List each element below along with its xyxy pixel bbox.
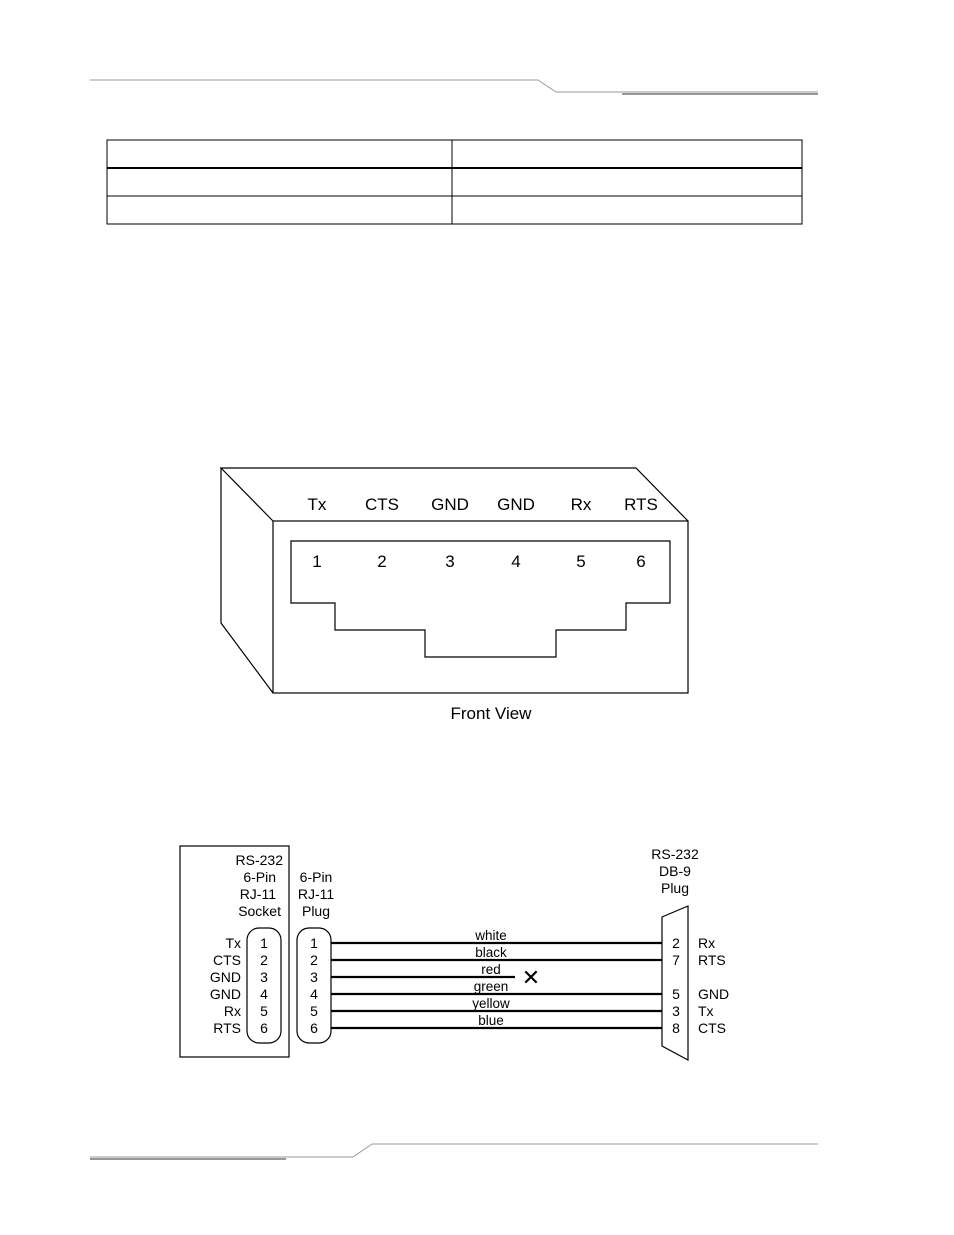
rj11-socket-opening [290, 540, 671, 658]
socket-title: RS-232 6-Pin RJ-11 Socket [236, 852, 284, 919]
plug-title: 6-Pin RJ-11 Plug [298, 869, 335, 919]
wires [331, 941, 662, 1030]
empty-table [106, 139, 803, 225]
front-signal-label-3: GND [431, 495, 469, 514]
socket-title-line-3: RJ-11 [240, 886, 277, 902]
wire-label-1: white [474, 928, 507, 943]
socket-signal-1: Tx [225, 935, 241, 951]
plug-pin-5: 5 [310, 1003, 318, 1019]
plug-pin-2: 2 [310, 952, 318, 968]
plug-pin-block [296, 927, 332, 1044]
socket-signal-5: Rx [224, 1003, 241, 1019]
socket-pin-4: 4 [260, 986, 268, 1002]
db9-signal-row-5: Tx [698, 1003, 714, 1019]
socket-signal-3: GND [210, 969, 241, 985]
plug-pin-6: 6 [310, 1020, 318, 1036]
wire-label-6: blue [478, 1013, 504, 1028]
cable-diagram: RS-232 6-Pin RJ-11 Socket Tx CTS GND GND… [179, 845, 729, 1062]
db9-pin-row-2: 7 [672, 952, 680, 968]
db9-signal-row-2: RTS [698, 952, 726, 968]
front-pin-1: 1 [312, 552, 321, 571]
socket-signal-4: GND [210, 986, 241, 1002]
db9-title-line-1: RS-232 [651, 846, 699, 862]
db9-pin-row-5: 3 [672, 1003, 680, 1019]
plug-pin-4: 4 [310, 986, 318, 1002]
cut-marker-icon: ✕ [522, 965, 540, 990]
front-signal-label-4: GND [497, 495, 535, 514]
plug-title-line-1: 6-Pin [300, 869, 333, 885]
db9-signal-row-4: GND [698, 986, 729, 1002]
db9-pin-row-1: 2 [672, 935, 680, 951]
socket-signal-6: RTS [213, 1020, 241, 1036]
wire-label-5: yellow [472, 996, 510, 1011]
socket-pin-5: 5 [260, 1003, 268, 1019]
rj11-front-view: Tx CTS GND GND Rx RTS 1 2 3 4 5 6 Front … [219, 467, 689, 723]
front-pin-5: 5 [576, 552, 585, 571]
db9-signal-labels: Rx RTS GND Tx CTS [698, 935, 729, 1036]
db9-title-line-2: DB-9 [659, 863, 691, 879]
socket-signal-2: CTS [213, 952, 241, 968]
db9-signal-row-6: CTS [698, 1020, 726, 1036]
wire-color-labels: white black red green yellow blue [472, 928, 510, 1028]
front-signal-label-1: Tx [308, 495, 327, 514]
header-rule [90, 79, 818, 95]
front-pin-6: 6 [636, 552, 645, 571]
db9-title-line-3: Plug [661, 880, 689, 896]
front-pin-numbers: 1 2 3 4 5 6 [312, 552, 645, 571]
footer-rule [90, 1143, 818, 1160]
front-pin-2: 2 [377, 552, 386, 571]
socket-title-line-4: Socket [238, 903, 281, 919]
plug-pin-1: 1 [310, 935, 318, 951]
wire-label-4: green [474, 979, 509, 994]
socket-title-line-2: 6-Pin [243, 869, 276, 885]
socket-pin-numbers: 1 2 3 4 5 6 [260, 935, 268, 1036]
socket-pin-2: 2 [260, 952, 268, 968]
plug-pin-numbers: 1 2 3 4 5 6 [310, 935, 318, 1036]
wire-label-3: red [481, 962, 501, 977]
front-pin-3: 3 [445, 552, 454, 571]
db9-title: RS-232 DB-9 Plug [651, 846, 699, 896]
plug-title-line-3: Plug [302, 903, 330, 919]
db9-signal-row-1: Rx [698, 935, 715, 951]
socket-pin-block [246, 927, 282, 1044]
db9-pin-row-6: 8 [672, 1020, 680, 1036]
db9-pin-numbers: 2 7 5 3 8 [672, 935, 680, 1036]
front-signal-label-5: Rx [571, 495, 592, 514]
socket-box [179, 845, 290, 1058]
rj11-housing [219, 467, 689, 694]
front-view-caption: Front View [451, 704, 533, 723]
front-signal-labels: Tx CTS GND GND Rx RTS [308, 495, 658, 514]
socket-pin-6: 6 [260, 1020, 268, 1036]
front-signal-label-6: RTS [624, 495, 658, 514]
front-pin-4: 4 [511, 552, 520, 571]
plug-title-line-2: RJ-11 [298, 886, 335, 902]
db9-plug-shell [661, 905, 689, 1062]
db9-pin-row-4: 5 [672, 986, 680, 1002]
front-signal-label-2: CTS [365, 495, 399, 514]
socket-pin-1: 1 [260, 935, 268, 951]
socket-title-line-1: RS-232 [236, 852, 284, 868]
socket-signal-labels: Tx CTS GND GND Rx RTS [210, 935, 241, 1036]
wire-label-2: black [475, 945, 507, 960]
plug-pin-3: 3 [310, 969, 318, 985]
socket-pin-3: 3 [260, 969, 268, 985]
